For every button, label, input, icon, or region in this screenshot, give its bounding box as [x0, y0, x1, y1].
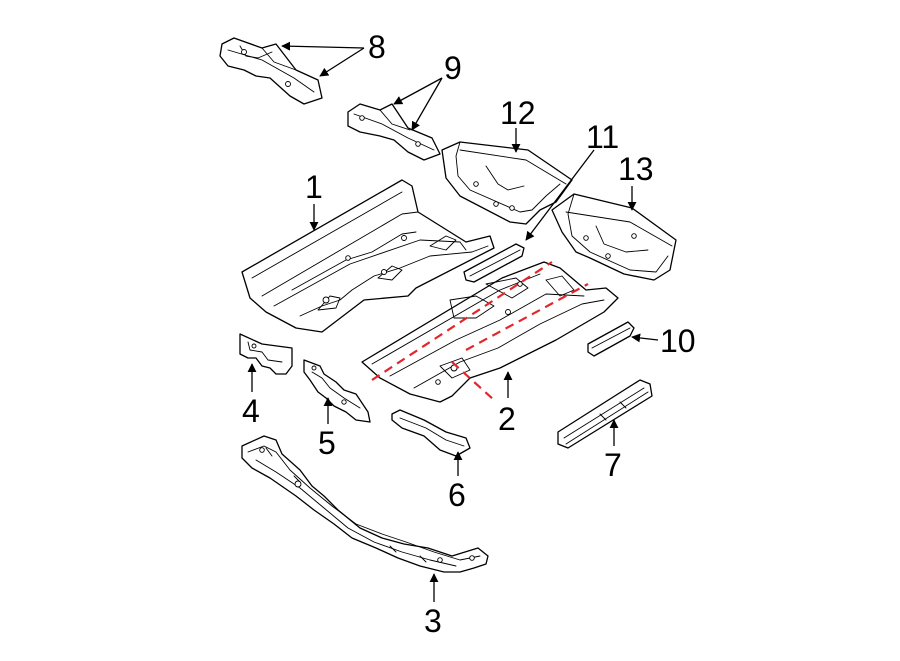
part-1-front-floor-pan[interactable]	[241, 179, 495, 333]
part-4-bracket[interactable]	[239, 333, 293, 375]
callout-2: 2	[498, 401, 516, 437]
leader-9b	[411, 77, 443, 131]
part-9-reinforcement[interactable]	[347, 103, 441, 161]
leader-lines	[247, 41, 659, 602]
callout-8: 8	[368, 29, 386, 65]
part-8-reinforcement[interactable]	[219, 37, 323, 105]
part-7-sill-panel[interactable]	[557, 379, 653, 449]
callout-labels: 8 9 12 11 13 1 10 2 4 5 6 7 3	[242, 29, 696, 639]
callout-13: 13	[618, 151, 654, 187]
part-12-rear-pan[interactable]	[441, 141, 573, 225]
callout-11: 11	[586, 119, 619, 155]
part-3-crossmember[interactable]	[241, 435, 489, 573]
cut-line-left	[371, 261, 553, 381]
leader-9a	[393, 77, 443, 105]
callout-7: 7	[604, 447, 622, 483]
leader-8a	[281, 41, 365, 51]
part-5-bracket[interactable]	[303, 359, 371, 423]
leader-10	[631, 333, 659, 343]
cut-line-right	[465, 283, 589, 351]
callout-9: 9	[444, 50, 462, 86]
cut-lines	[371, 261, 589, 401]
part-6-cross-member[interactable]	[391, 409, 471, 457]
cut-line-cross	[451, 361, 495, 401]
part-2-rear-floor-pan[interactable]	[361, 261, 619, 403]
part-11-brace[interactable]	[463, 243, 525, 283]
callout-4: 4	[242, 393, 260, 429]
callout-10: 10	[660, 323, 696, 359]
callout-6: 6	[448, 477, 466, 513]
leader-8b	[319, 47, 365, 77]
leader-11	[525, 149, 595, 241]
callout-3: 3	[424, 603, 442, 639]
callout-5: 5	[318, 425, 336, 461]
callout-12: 12	[500, 95, 536, 131]
callout-1: 1	[305, 169, 323, 205]
part-10-rocker-reinforcement[interactable]	[587, 321, 635, 357]
part-13-rear-pan[interactable]	[551, 193, 677, 281]
